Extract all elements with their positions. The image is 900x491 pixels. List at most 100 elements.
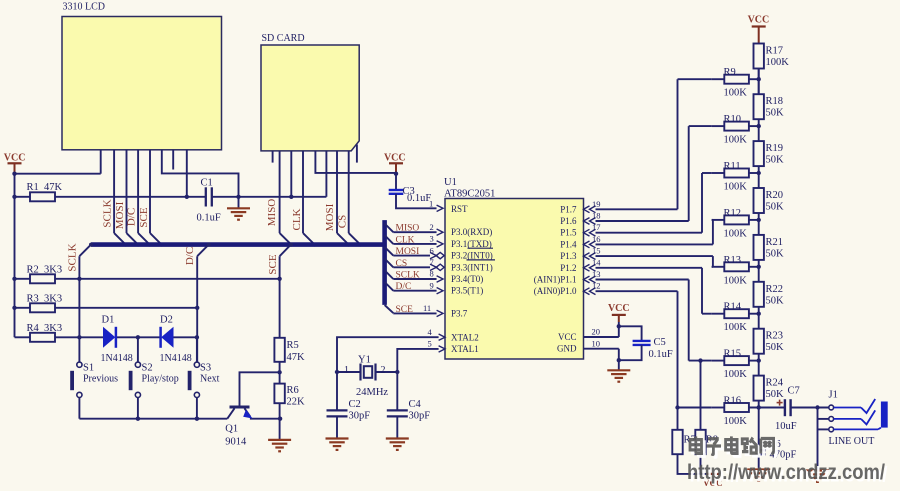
svg-text:R11: R11 xyxy=(724,161,741,172)
svg-text:P1.2: P1.2 xyxy=(560,263,576,273)
svg-text:P3.3(INT1): P3.3(INT1) xyxy=(451,262,493,272)
svg-text:XTAL1: XTAL1 xyxy=(451,344,479,354)
svg-text:P1.7: P1.7 xyxy=(560,204,577,214)
svg-text:S2: S2 xyxy=(142,362,153,373)
svg-text:P3.2(INT0): P3.2(INT0) xyxy=(451,251,493,261)
svg-text:19: 19 xyxy=(592,199,601,209)
svg-text:SCLK: SCLK xyxy=(396,271,420,281)
svg-text:R14: R14 xyxy=(724,302,742,313)
svg-text:P1.6: P1.6 xyxy=(560,216,577,226)
svg-text:3K3: 3K3 xyxy=(44,323,62,334)
svg-text:R18: R18 xyxy=(766,96,784,107)
svg-text:P3.7: P3.7 xyxy=(451,308,468,318)
svg-text:MOSI: MOSI xyxy=(396,247,420,257)
svg-text:GND: GND xyxy=(557,344,577,354)
svg-text:50K: 50K xyxy=(766,155,785,166)
svg-text:MISO: MISO xyxy=(396,224,420,234)
svg-text:SCE: SCE xyxy=(138,207,150,227)
svg-text:1: 1 xyxy=(429,198,433,208)
svg-text:P1.3: P1.3 xyxy=(560,251,577,261)
svg-text:VCC: VCC xyxy=(703,478,723,488)
svg-text:10: 10 xyxy=(592,338,601,348)
svg-text:10uF: 10uF xyxy=(775,421,797,432)
svg-text:2: 2 xyxy=(381,365,386,376)
svg-text:CLK: CLK xyxy=(291,208,303,230)
svg-text:3: 3 xyxy=(430,234,434,244)
svg-text:6: 6 xyxy=(430,245,434,255)
svg-text:Q1: Q1 xyxy=(225,424,238,435)
svg-text:VCC: VCC xyxy=(384,153,406,164)
svg-text:R9: R9 xyxy=(724,67,736,78)
svg-text:CS: CS xyxy=(396,259,408,269)
svg-text:0.1uF: 0.1uF xyxy=(197,213,221,224)
svg-text:CS: CS xyxy=(337,215,349,228)
svg-text:18: 18 xyxy=(592,211,601,221)
svg-text:J1: J1 xyxy=(829,390,838,401)
svg-text:VCC: VCC xyxy=(4,153,26,164)
svg-text:P3.4(T0): P3.4(T0) xyxy=(451,274,483,284)
svg-text:3K3: 3K3 xyxy=(44,264,62,275)
svg-text:P1.5: P1.5 xyxy=(560,228,577,238)
svg-text:SCE: SCE xyxy=(267,254,279,274)
svg-text:P3.0(RXD): P3.0(RXD) xyxy=(451,227,492,237)
svg-text:SCE: SCE xyxy=(396,305,414,315)
svg-text:http://www.cndzz.com/: http://www.cndzz.com/ xyxy=(687,460,885,484)
svg-text:50K: 50K xyxy=(766,389,785,400)
svg-text:9014: 9014 xyxy=(225,437,247,448)
svg-text:R23: R23 xyxy=(766,331,784,342)
svg-text:100K: 100K xyxy=(724,322,748,333)
svg-text:R20: R20 xyxy=(766,190,784,201)
svg-text:3K3: 3K3 xyxy=(44,293,62,304)
svg-text:(AIN1)P1.1: (AIN1)P1.1 xyxy=(534,275,577,285)
svg-text:Play/stop: Play/stop xyxy=(142,373,179,384)
svg-text:AT89C2051: AT89C2051 xyxy=(444,189,495,200)
svg-text:50K: 50K xyxy=(766,342,785,353)
svg-text:100K: 100K xyxy=(724,135,748,146)
svg-text:0.1uF: 0.1uF xyxy=(407,193,431,204)
svg-text:MISO: MISO xyxy=(266,199,278,227)
svg-text:4: 4 xyxy=(428,327,433,337)
svg-text:R24: R24 xyxy=(766,378,784,389)
svg-text:50K: 50K xyxy=(766,202,785,213)
svg-text:22K: 22K xyxy=(287,397,306,408)
svg-text:100K: 100K xyxy=(766,57,790,68)
svg-text:24MHz: 24MHz xyxy=(356,387,388,398)
svg-text:SD CARD: SD CARD xyxy=(262,33,305,44)
svg-text:8: 8 xyxy=(430,269,434,279)
svg-text:1N4148: 1N4148 xyxy=(160,353,192,364)
svg-text:30pF: 30pF xyxy=(409,411,431,422)
svg-text:100K: 100K xyxy=(724,416,748,427)
svg-text:D2: D2 xyxy=(160,315,173,326)
svg-text:Previous: Previous xyxy=(83,373,118,384)
svg-text:VCC: VCC xyxy=(558,332,577,342)
svg-text:MOSI: MOSI xyxy=(324,203,336,231)
svg-text:20: 20 xyxy=(592,327,601,337)
svg-text:100K: 100K xyxy=(724,88,748,99)
svg-text:7: 7 xyxy=(430,257,434,267)
svg-text:3310 LCD: 3310 LCD xyxy=(63,2,106,13)
svg-text:R15: R15 xyxy=(724,349,742,360)
svg-text:R10: R10 xyxy=(724,114,742,125)
svg-text:C5: C5 xyxy=(654,337,666,348)
svg-text:13: 13 xyxy=(592,269,601,279)
svg-text:C1: C1 xyxy=(201,178,213,189)
svg-text:D/C: D/C xyxy=(126,208,138,226)
svg-text:47K: 47K xyxy=(44,182,63,193)
svg-text:P3.1(TXD): P3.1(TXD) xyxy=(451,239,492,249)
svg-text:Y1: Y1 xyxy=(358,355,371,366)
svg-text:30pF: 30pF xyxy=(349,411,371,422)
svg-text:C7: C7 xyxy=(788,386,800,397)
svg-text:470pF: 470pF xyxy=(770,450,797,461)
svg-text:5: 5 xyxy=(428,339,432,349)
svg-text:100K: 100K xyxy=(724,275,748,286)
svg-text:R5: R5 xyxy=(287,340,299,351)
svg-text:C4: C4 xyxy=(409,399,422,410)
svg-text:R21: R21 xyxy=(766,237,784,248)
svg-text:P3.5(T1): P3.5(T1) xyxy=(451,286,483,296)
svg-text:D/C: D/C xyxy=(184,247,196,265)
svg-text:47K: 47K xyxy=(287,352,306,363)
svg-text:R1: R1 xyxy=(27,182,39,193)
svg-text:Next: Next xyxy=(200,373,220,384)
svg-text:12: 12 xyxy=(592,281,601,291)
svg-text:S3: S3 xyxy=(200,362,211,373)
